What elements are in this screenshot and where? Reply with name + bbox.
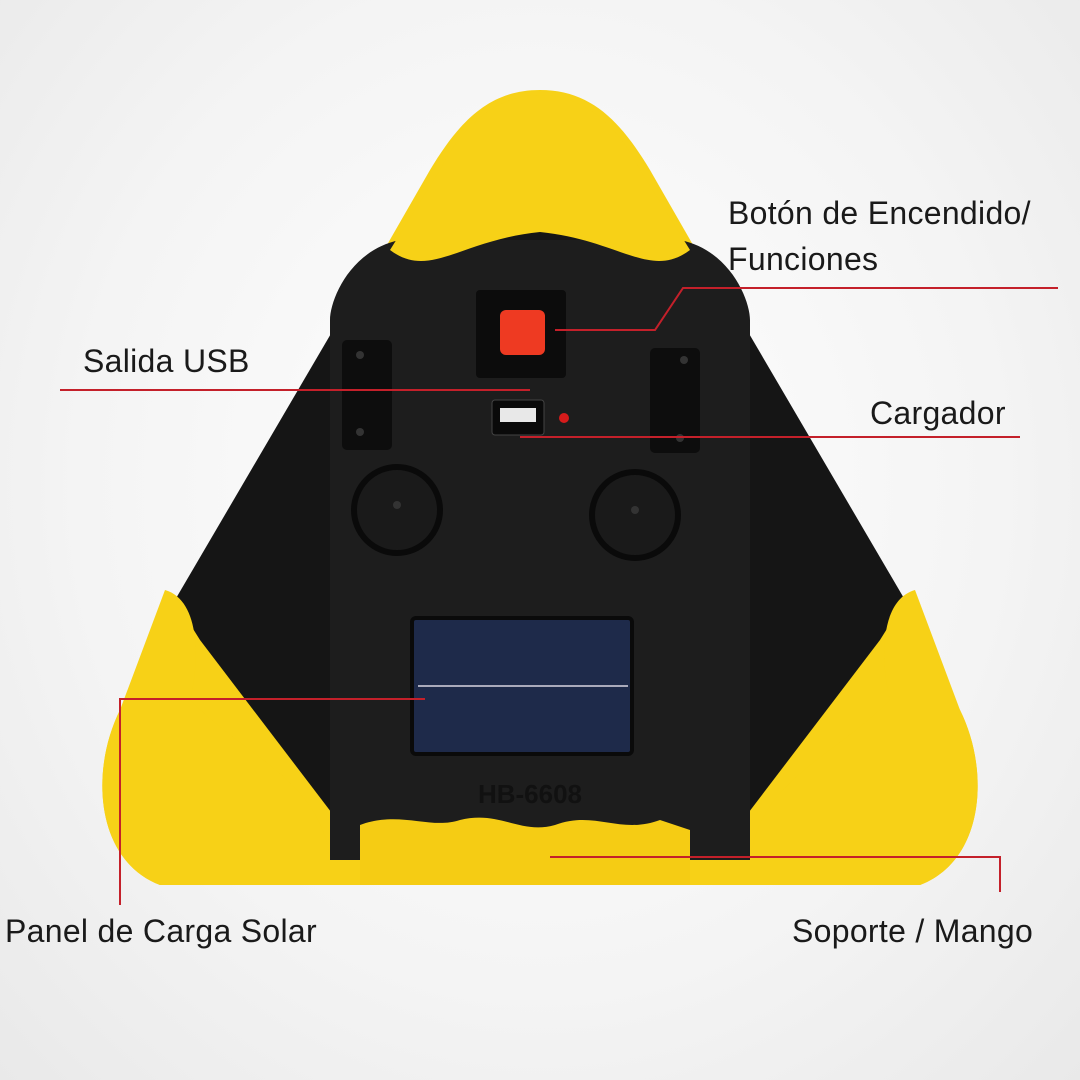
- label-usb-output: Salida USB: [83, 343, 250, 379]
- label-power-line1: Botón de Encendido/: [728, 195, 1031, 231]
- label-stand-handle: Soporte / Mango: [792, 913, 1034, 949]
- yellow-corner-right: [750, 590, 978, 885]
- label-power-button: Botón de Encendido/ Funciones: [728, 190, 1031, 282]
- callout-line-power: [555, 287, 1058, 331]
- yellow-corner-left: [102, 590, 330, 885]
- stand-handle: [360, 817, 690, 885]
- yellow-corner-top: [390, 95, 690, 262]
- callout-line-solar: [119, 698, 425, 905]
- callout-lines: [60, 287, 1058, 905]
- label-solar-panel: Panel de Carga Solar: [5, 913, 317, 949]
- model-number: HB-6608: [478, 779, 582, 809]
- charge-indicator: [559, 413, 569, 423]
- label-power-line2: Funciones: [728, 241, 879, 277]
- label-charger: Cargador: [870, 395, 1006, 431]
- callout-line-stand: [550, 856, 1001, 892]
- power-button: [500, 310, 545, 355]
